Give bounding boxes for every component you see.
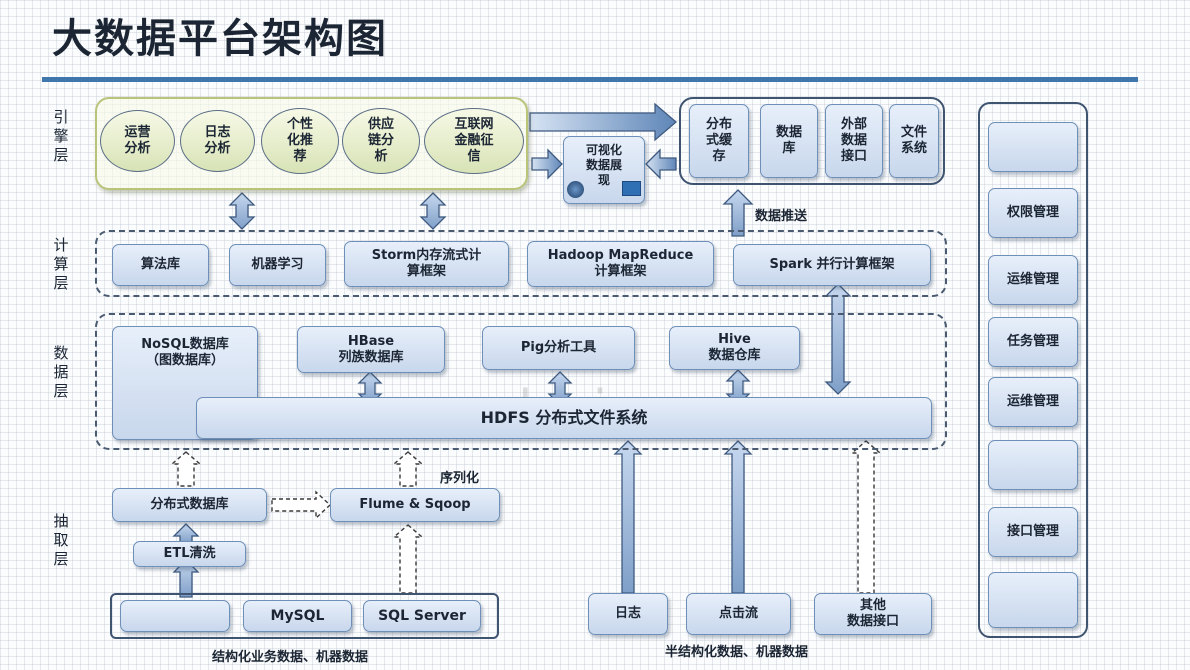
management-item-permissions: 权限管理 <box>988 188 1078 238</box>
structured-sources-frame <box>110 593 499 639</box>
structured-data-caption: 结构化业务数据、机器数据 <box>212 650 369 665</box>
data-push-label: 数据推送 <box>755 209 808 224</box>
engine-app-internet-finance-credit: 互联网 金融征 信 <box>424 108 524 174</box>
data-pig-tool: Pig分析工具 <box>482 326 635 370</box>
globe-icon <box>567 181 584 198</box>
structured-source-sql-server: SQL Server <box>363 600 481 632</box>
semi-structured-data-caption: 半结构化数据、机器数据 <box>665 645 809 660</box>
compute-spark-parallel: Spark 并行计算框架 <box>733 244 931 286</box>
compute-hadoop-mapreduce: Hadoop MapReduce 计算框架 <box>527 241 714 287</box>
compute-algorithm-library: 算法库 <box>112 244 209 286</box>
chart-icon <box>622 181 641 196</box>
layer-label-compute: 计 算 层 <box>53 236 69 292</box>
title-underline <box>42 77 1138 82</box>
extract-flume-sqoop: Flume & Sqoop <box>330 488 500 522</box>
page-title: 大数据平台架构图 <box>52 16 388 62</box>
extract-distributed-database: 分布式数据库 <box>112 488 267 522</box>
compute-machine-learning: 机器学习 <box>229 244 326 286</box>
management-frame <box>978 102 1088 638</box>
management-item-blank-bottom <box>988 572 1078 628</box>
data-hdfs: HDFS 分布式文件系统 <box>196 397 932 439</box>
storage-distributed-cache: 分布 式缓 存 <box>689 104 749 178</box>
management-item-operations-2: 运维管理 <box>988 377 1078 427</box>
engine-app-log-analysis: 日志 分析 <box>180 110 255 172</box>
structured-source-blank <box>120 600 230 632</box>
layer-label-data: 数 据 层 <box>53 344 69 400</box>
extract-etl-cleaning: ETL清洗 <box>133 541 246 567</box>
semi-source-log: 日志 <box>588 593 668 635</box>
layer-label-engine: 引 擎 层 <box>53 108 69 164</box>
storage-database: 数据 库 <box>760 104 818 178</box>
semi-source-clickstream: 点击流 <box>686 593 791 635</box>
layer-label-extract: 抽 取 层 <box>53 512 69 568</box>
data-layer-frame <box>95 313 947 450</box>
storage-targets-frame <box>679 97 945 185</box>
management-item-blank-top <box>988 122 1078 172</box>
visualization-box: 可视化 数据展 现 <box>563 136 645 204</box>
structured-source-mysql: MySQL <box>243 600 352 632</box>
compute-layer-frame <box>95 230 947 297</box>
engine-app-personalized-recommendation: 个性 化推 荐 <box>261 108 339 174</box>
storage-external-data-interface: 外部 数据 接口 <box>825 104 883 178</box>
engine-app-operations-analysis: 运营 分析 <box>100 110 175 172</box>
data-hbase: HBase 列族数据库 <box>297 326 445 373</box>
management-item-operations-1: 运维管理 <box>988 255 1078 305</box>
management-item-tasks: 任务管理 <box>988 317 1078 367</box>
management-item-interfaces: 接口管理 <box>988 507 1078 557</box>
storage-file-system: 文件 系统 <box>889 104 939 178</box>
serialization-label: 序列化 <box>440 471 480 486</box>
management-item-blank-middle <box>988 440 1078 490</box>
compute-storm-streaming: Storm内存流式计 算框架 <box>344 241 509 287</box>
data-hive: Hive 数据仓库 <box>669 326 800 370</box>
engine-app-supply-chain-analysis: 供应 链分 析 <box>342 108 420 174</box>
visualization-label: 可视化 数据展 现 <box>585 143 622 187</box>
semi-source-other-data-interface: 其他 数据接口 <box>814 593 932 635</box>
